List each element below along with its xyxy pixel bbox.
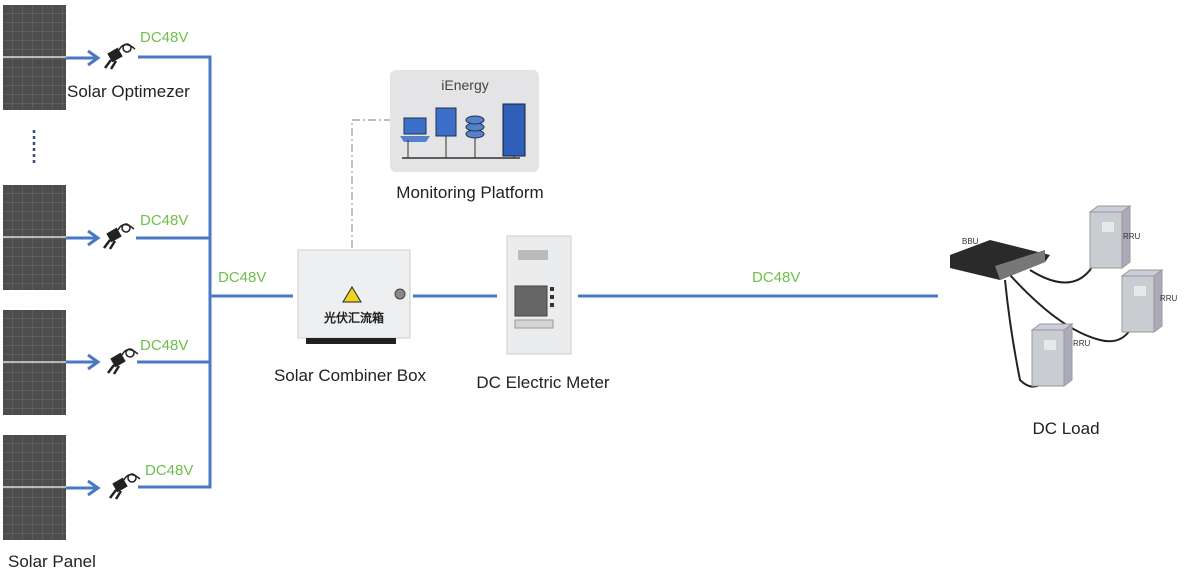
optimizer-icon bbox=[108, 472, 142, 501]
voltage-label: DC48V bbox=[145, 462, 193, 479]
database-icon bbox=[465, 115, 485, 139]
solar-panel bbox=[2, 184, 67, 291]
platform-brand: iEnergy bbox=[441, 77, 488, 93]
solar-panels bbox=[2, 4, 67, 541]
laptop-icon bbox=[403, 117, 427, 135]
solar-optimizer-label: Solar Optimezer bbox=[67, 82, 190, 101]
solar-panel bbox=[2, 434, 67, 541]
dc-bus-wires bbox=[136, 55, 938, 489]
solar-panel-label: Solar Panel bbox=[8, 552, 96, 571]
monitoring-platform: iEnergy bbox=[390, 70, 539, 172]
optimizer-icon bbox=[103, 42, 137, 71]
voltage-label: DC48V bbox=[752, 269, 800, 286]
data-link bbox=[351, 119, 390, 248]
computer-icon bbox=[435, 107, 457, 137]
combiner-sign: 光伏汇流箱 bbox=[323, 310, 384, 325]
dc-meter-label: DC Electric Meter bbox=[476, 373, 610, 392]
monitoring-platform-label: Monitoring Platform bbox=[396, 183, 543, 202]
dc-load-label: DC Load bbox=[1032, 419, 1099, 438]
voltage-label: DC48V bbox=[140, 212, 188, 229]
dc-load: BBU RRU RRU RRU bbox=[950, 205, 1178, 388]
rru-unit bbox=[1031, 323, 1073, 387]
voltage-label: DC48V bbox=[140, 29, 188, 46]
rru-label: RRU bbox=[1160, 294, 1178, 303]
rru-unit bbox=[1121, 269, 1163, 333]
rru-label: RRU bbox=[1073, 339, 1091, 348]
voltage-label: DC48V bbox=[140, 337, 188, 354]
optimizer-icon bbox=[102, 222, 136, 251]
optimizer-icon bbox=[106, 347, 140, 376]
server-icon bbox=[502, 103, 526, 157]
combiner-box-label: Solar Combiner Box bbox=[274, 366, 427, 385]
voltage-label: DC48V bbox=[218, 269, 266, 286]
bbu-label: BBU bbox=[962, 237, 979, 246]
rru-label: RRU bbox=[1123, 232, 1141, 241]
combiner-box: 光伏汇流箱 bbox=[297, 249, 411, 344]
solar-panel bbox=[2, 309, 67, 416]
dc-meter bbox=[506, 235, 572, 355]
solar-panel bbox=[2, 4, 67, 111]
optimizer-arrows bbox=[66, 49, 101, 497]
